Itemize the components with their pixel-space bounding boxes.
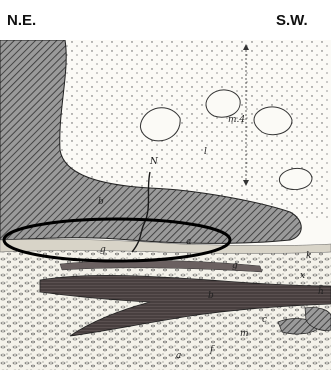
tag-x-right: x	[300, 271, 305, 281]
sw-direction-label: S.W.	[276, 12, 308, 29]
tag-k-right: k	[306, 251, 311, 261]
tag-a-bottom: a	[176, 351, 181, 361]
tag-upper-l: l	[204, 147, 207, 157]
upper-boulder-2	[206, 90, 240, 117]
upper-boulder-4	[279, 168, 312, 189]
tag-small-a: a	[186, 237, 191, 247]
tag-dyke: N	[149, 157, 159, 167]
ne-direction-label: N.E.	[7, 12, 36, 29]
tag-g-left: g	[100, 245, 106, 255]
tag-measure: m.4	[228, 115, 245, 125]
tag-b-lower: b	[208, 291, 214, 301]
tag-c-lower: c	[262, 315, 267, 325]
geological-cross-section: N b l m.4 a g g k x h b c m a f	[0, 40, 331, 370]
tag-g-right: g	[232, 261, 238, 271]
tag-h-right: h	[318, 287, 324, 297]
tag-m-lower: m	[240, 329, 249, 339]
tag-mass-b: b	[98, 197, 104, 207]
upper-boulder-3	[254, 107, 292, 135]
